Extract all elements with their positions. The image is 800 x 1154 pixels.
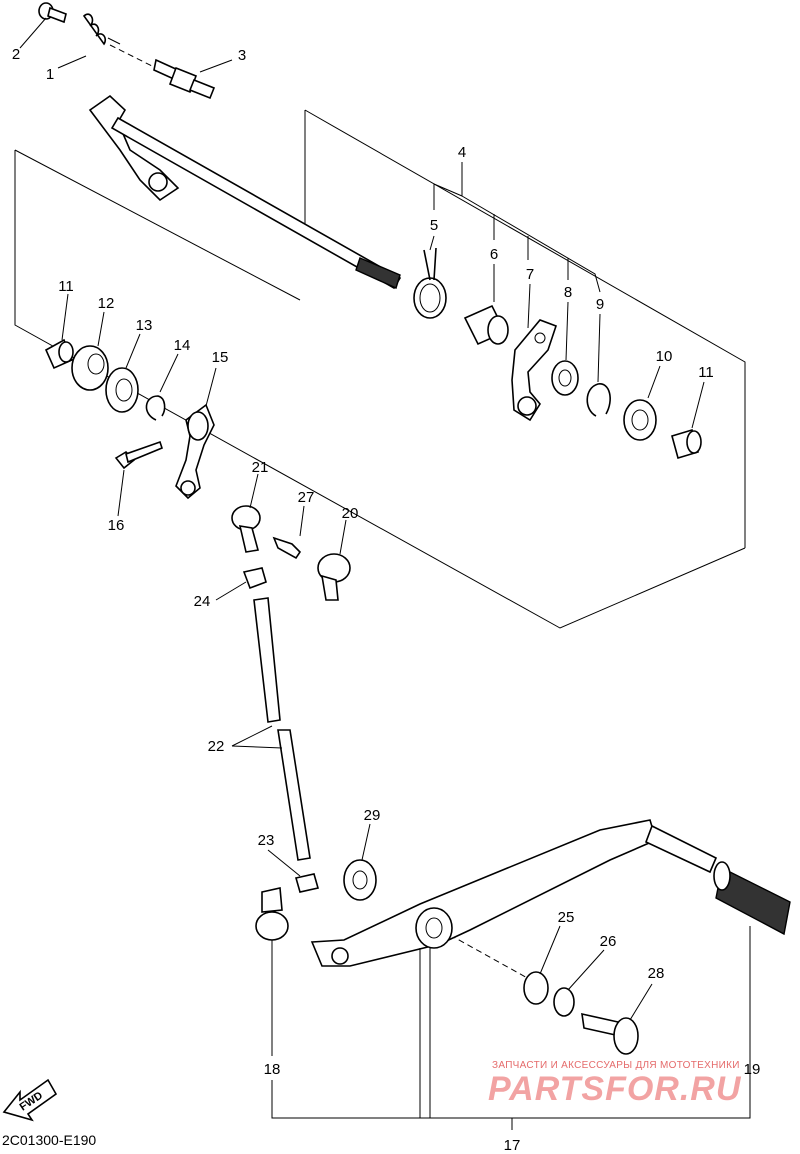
callout-14: 14 — [174, 337, 191, 354]
pedal-axis-line — [449, 934, 541, 986]
callout-26: 26 — [600, 933, 617, 950]
part-12-oil-seal — [71, 345, 109, 391]
callout-5: 5 — [430, 217, 438, 234]
part-4-shift-shaft — [88, 94, 402, 290]
callout-19: 19 — [744, 1061, 761, 1078]
part-13-washer — [105, 367, 139, 413]
part-10-washer — [623, 399, 657, 441]
callout-labels: 2 1 3 4 5 6 7 8 9 10 11 11 12 13 14 15 1… — [12, 46, 761, 1154]
shaft-axis-line — [109, 44, 161, 71]
drawing-code: 2C01300-E190 — [2, 1132, 97, 1148]
callout-22: 22 — [208, 738, 225, 755]
callout-11-right: 11 — [698, 364, 714, 381]
part-17-shift-pedal — [310, 819, 718, 967]
callout-12: 12 — [98, 295, 115, 312]
callout-11-left: 11 — [58, 278, 74, 295]
fwd-arrow-icon: FWD — [2, 1078, 58, 1122]
part-3-stud-bolt — [153, 58, 216, 100]
part-23-nut — [294, 873, 320, 893]
part-18-joint — [255, 887, 289, 941]
part-8-washer — [551, 360, 579, 396]
part-25-washer — [523, 971, 549, 1005]
callout-20: 20 — [342, 505, 359, 522]
part-26-washer — [553, 987, 575, 1017]
callout-17: 17 — [504, 1137, 521, 1154]
part-19-pedal-rubber — [713, 861, 791, 936]
part-27-bolt — [272, 536, 302, 560]
callout-24: 24 — [194, 593, 211, 610]
shift-shaft-frame — [304, 109, 746, 548]
shift-assembly-frame — [14, 150, 746, 629]
part-5-spring — [413, 247, 447, 319]
callout-2: 2 — [12, 46, 20, 63]
callout-1: 1 — [46, 66, 54, 83]
callout-25: 25 — [558, 909, 575, 926]
part-24-nut — [242, 567, 267, 590]
part-29-washer — [343, 859, 377, 901]
callout-29: 29 — [364, 807, 381, 824]
part-7-shift-arm — [511, 319, 558, 422]
callout-27: 27 — [298, 489, 315, 506]
callout-28: 28 — [648, 965, 665, 982]
part-6-collar — [463, 304, 509, 346]
callout-23: 23 — [258, 832, 275, 849]
callout-3: 3 — [238, 47, 246, 64]
part-11-bearing-left — [44, 338, 74, 370]
callout-6: 6 — [490, 246, 498, 263]
part-21-joint — [231, 505, 261, 553]
callout-9: 9 — [596, 296, 604, 313]
part-20-joint — [317, 553, 351, 601]
left-frame — [14, 149, 301, 301]
callout-13: 13 — [136, 317, 153, 334]
callout-7: 7 — [526, 266, 534, 283]
callout-18: 18 — [264, 1061, 281, 1078]
part-11-bearing-right — [671, 428, 702, 460]
part-14-circlip — [145, 395, 166, 421]
part-1-spring — [82, 13, 121, 46]
part-2-bolt — [38, 2, 67, 24]
part-15-shift-lever — [175, 403, 215, 500]
callout-8: 8 — [564, 284, 572, 301]
watermark-tagline: ЗАПЧАСТИ И АКСЕССУАРЫ ДЛЯ МОТОТЕХНИКИ — [492, 1060, 740, 1071]
part-9-circlip — [586, 383, 611, 417]
part-16-bolt — [114, 440, 163, 470]
part-22-shift-rod — [253, 597, 311, 861]
callout-16: 16 — [108, 517, 125, 534]
watermark-logo-text: PARTSFOR.RU — [488, 1070, 742, 1108]
callout-21: 21 — [252, 459, 269, 476]
part-28-pivot-bolt — [581, 1012, 639, 1055]
callout-15: 15 — [212, 349, 229, 366]
callout-4: 4 — [458, 144, 466, 161]
callout-10: 10 — [656, 348, 673, 365]
leader-lines — [19, 17, 751, 1130]
